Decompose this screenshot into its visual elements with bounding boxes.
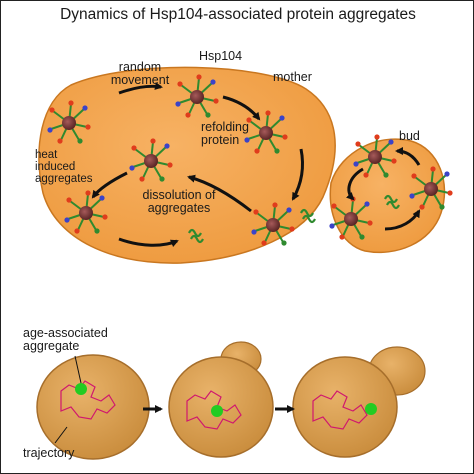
arrow xyxy=(384,209,421,231)
label-dissolution: dissolution of aggregates xyxy=(142,188,216,216)
arrow xyxy=(91,171,128,199)
mother-cell-top xyxy=(38,66,336,264)
pointer-trajectory xyxy=(54,426,68,444)
label-age-associated: age-associated aggregate xyxy=(23,326,108,354)
arrow xyxy=(222,95,261,121)
label-heat-induced: heat induced aggregates xyxy=(35,149,93,186)
age-aggregate-dot xyxy=(365,403,377,415)
label-bud: bud xyxy=(399,129,420,143)
trajectory-path xyxy=(186,390,242,430)
label-hsp104: Hsp104 xyxy=(199,49,243,63)
cell-stage-2 xyxy=(168,341,274,458)
pointer-age-aggregate xyxy=(74,355,82,384)
diagram-title: Dynamics of Hsp104-associated protein ag… xyxy=(60,6,416,23)
arrow xyxy=(187,174,252,213)
cell-stage-1 xyxy=(36,354,150,460)
label-trajectory: trajectory xyxy=(23,446,75,460)
cell-stage-3 xyxy=(292,346,426,458)
arrow xyxy=(345,167,364,201)
label-refolding: refolding protein xyxy=(201,120,249,148)
arrow-movement xyxy=(118,82,163,95)
arrow xyxy=(118,237,179,248)
age-aggregate-dot xyxy=(75,383,87,395)
label-random-movement: random movement xyxy=(110,60,170,88)
arrow xyxy=(291,148,305,201)
label-mother: mother xyxy=(273,70,312,84)
trajectory-path xyxy=(312,390,368,430)
age-aggregate-dot xyxy=(211,405,223,417)
arrow xyxy=(395,147,421,166)
